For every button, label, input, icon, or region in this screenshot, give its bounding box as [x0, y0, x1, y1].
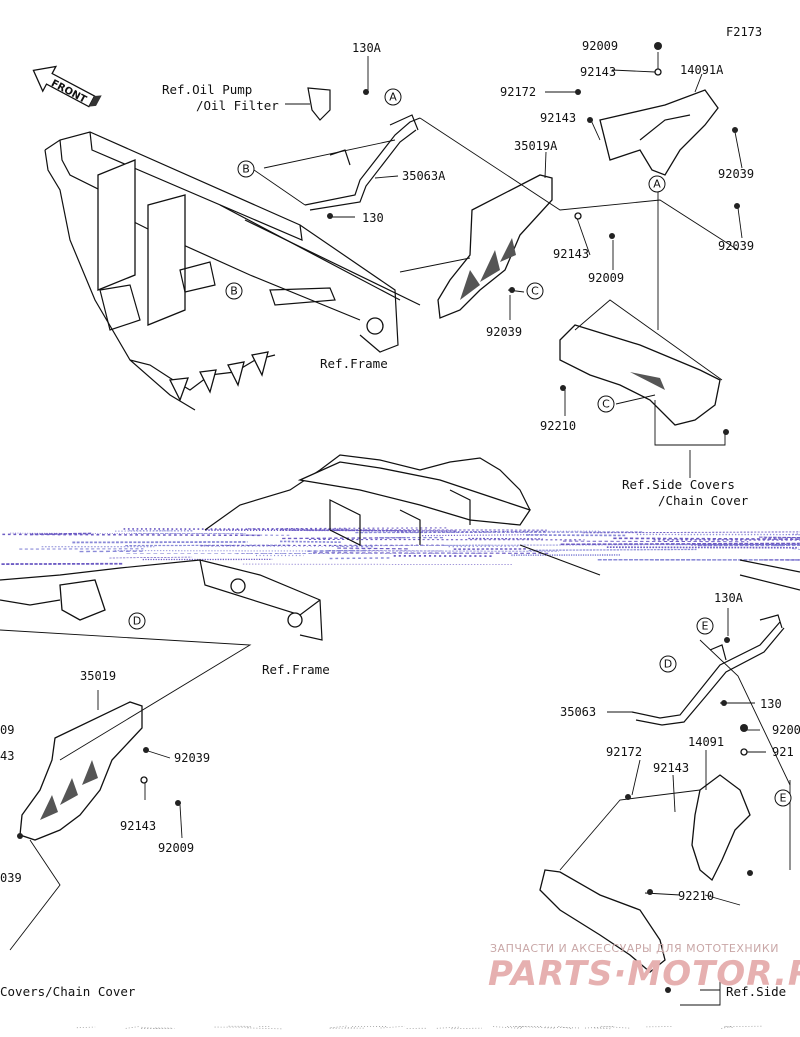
part-130A-lower: 130A [714, 591, 744, 605]
part-43-partial: 43 [0, 749, 14, 763]
part-92143-upper-b: 92143 [580, 65, 616, 79]
part-92009-lower: 92009 [158, 841, 194, 855]
noise-stripe [601, 1026, 630, 1028]
noise-stripe [529, 549, 697, 550]
noise-stripe [247, 1028, 283, 1029]
part-92009-upper-a: 92009 [588, 271, 624, 285]
noise-stripe [331, 1026, 347, 1028]
part-92039-upper-a: 92039 [486, 325, 522, 339]
part-92143-upper-c: 92143 [540, 111, 576, 125]
noise-stripe [126, 1026, 140, 1028]
noise-stripe [792, 549, 800, 550]
bottom-scan-noise [77, 1026, 762, 1029]
noise-stripe [613, 538, 800, 539]
ref-side-covers-line1: Ref.Side Covers [622, 477, 735, 492]
noise-stripe [449, 546, 519, 547]
side-cover-drawing [560, 325, 720, 425]
noise-stripe [381, 1026, 405, 1028]
svg-text:A: A [653, 178, 661, 191]
part-9200-partial: 9200 [772, 723, 800, 737]
scan-noise-band [1, 528, 800, 565]
part-14091: 14091 [688, 735, 724, 749]
noise-stripe [583, 532, 800, 533]
part-130A: 130A [352, 41, 382, 55]
callout-c-upper-2: C [598, 396, 614, 412]
front-arrow-icon: FRONT [27, 58, 104, 117]
svg-text:D: D [133, 615, 141, 628]
callout-c-upper-1: C [527, 283, 543, 299]
callout-b-upper-1: B [238, 161, 254, 177]
noise-stripe [280, 541, 341, 542]
noise-stripe [337, 548, 408, 549]
noise-stripe [788, 534, 800, 535]
svg-text:B: B [242, 163, 250, 176]
part-130: 130 [362, 211, 384, 225]
callout-b-upper-2: B [226, 283, 242, 299]
ref-side-covers-line2: /Chain Cover [658, 493, 749, 508]
noise-stripe [607, 547, 799, 548]
part-35019A: 35019A [514, 139, 558, 153]
part-92210-upper: 92210 [540, 419, 576, 433]
watermark-logo: PARTS·MOTOR.RU [488, 954, 800, 994]
ref-oil-pump-line2: /Oil Filter [196, 98, 279, 113]
noise-stripe [72, 542, 247, 543]
figure-id: F2173 [726, 25, 762, 39]
noise-stripe [561, 543, 800, 544]
part-92143-lower-a: 92143 [120, 819, 156, 833]
callout-d-lower-1: D [129, 613, 145, 629]
callout-e-lower-1: E [697, 618, 713, 634]
part-130-lower: 130 [760, 697, 782, 711]
callout-e-lower-2: E [775, 790, 791, 806]
noise-stripe [451, 1028, 482, 1029]
noise-stripe [2, 534, 261, 535]
svg-text:E: E [780, 792, 787, 805]
part-921-partial: 921 [772, 745, 794, 759]
part-35019: 35019 [80, 669, 116, 683]
bracket-35063A [305, 88, 420, 210]
part-92143-upper-a: 92143 [553, 247, 589, 261]
ref-oil-pump-line1: Ref.Oil Pump [162, 82, 252, 97]
part-92172-lower: 92172 [606, 745, 642, 759]
svg-text:A: A [389, 91, 397, 104]
noise-stripe [109, 557, 192, 558]
svg-text:B: B [230, 285, 238, 298]
svg-text:C: C [602, 398, 610, 411]
noise-stripe [563, 541, 748, 542]
part-92009-upper-b: 92009 [582, 39, 618, 53]
callout-d-lower-2: D [660, 656, 676, 672]
part-09-partial: 09 [0, 723, 14, 737]
part-039-partial: 039 [0, 871, 22, 885]
part-92039-upper-c: 92039 [718, 239, 754, 253]
part-92039-lower: 92039 [174, 751, 210, 765]
noise-stripe [77, 1027, 95, 1028]
ref-side-covers-lower: Covers/Chain Cover [0, 984, 136, 999]
part-35063: 35063 [560, 705, 596, 719]
noise-stripe [422, 535, 544, 536]
noise-stripe [248, 528, 448, 529]
svg-text:D: D [664, 658, 672, 671]
part-92143-lower-b: 92143 [653, 761, 689, 775]
part-14091A: 14091A [680, 63, 724, 77]
ref-frame-lower: Ref.Frame [262, 662, 330, 677]
callout-a-upper-1: A [385, 89, 401, 105]
part-92172-upper: 92172 [500, 85, 536, 99]
part-35063A: 35063A [402, 169, 446, 183]
part-92210-lower: 92210 [678, 889, 714, 903]
callout-a-upper-2: A [649, 176, 665, 192]
ref-frame-upper: Ref.Frame [320, 356, 388, 371]
noise-stripe [726, 1026, 734, 1028]
noise-stripe [330, 558, 392, 559]
noise-stripe [437, 1027, 460, 1028]
svg-text:E: E [702, 620, 709, 633]
cover-14091A [600, 90, 718, 175]
noise-stripe [594, 1028, 610, 1029]
svg-text:C: C [531, 285, 539, 298]
part-92039-upper-b: 92039 [718, 167, 754, 181]
